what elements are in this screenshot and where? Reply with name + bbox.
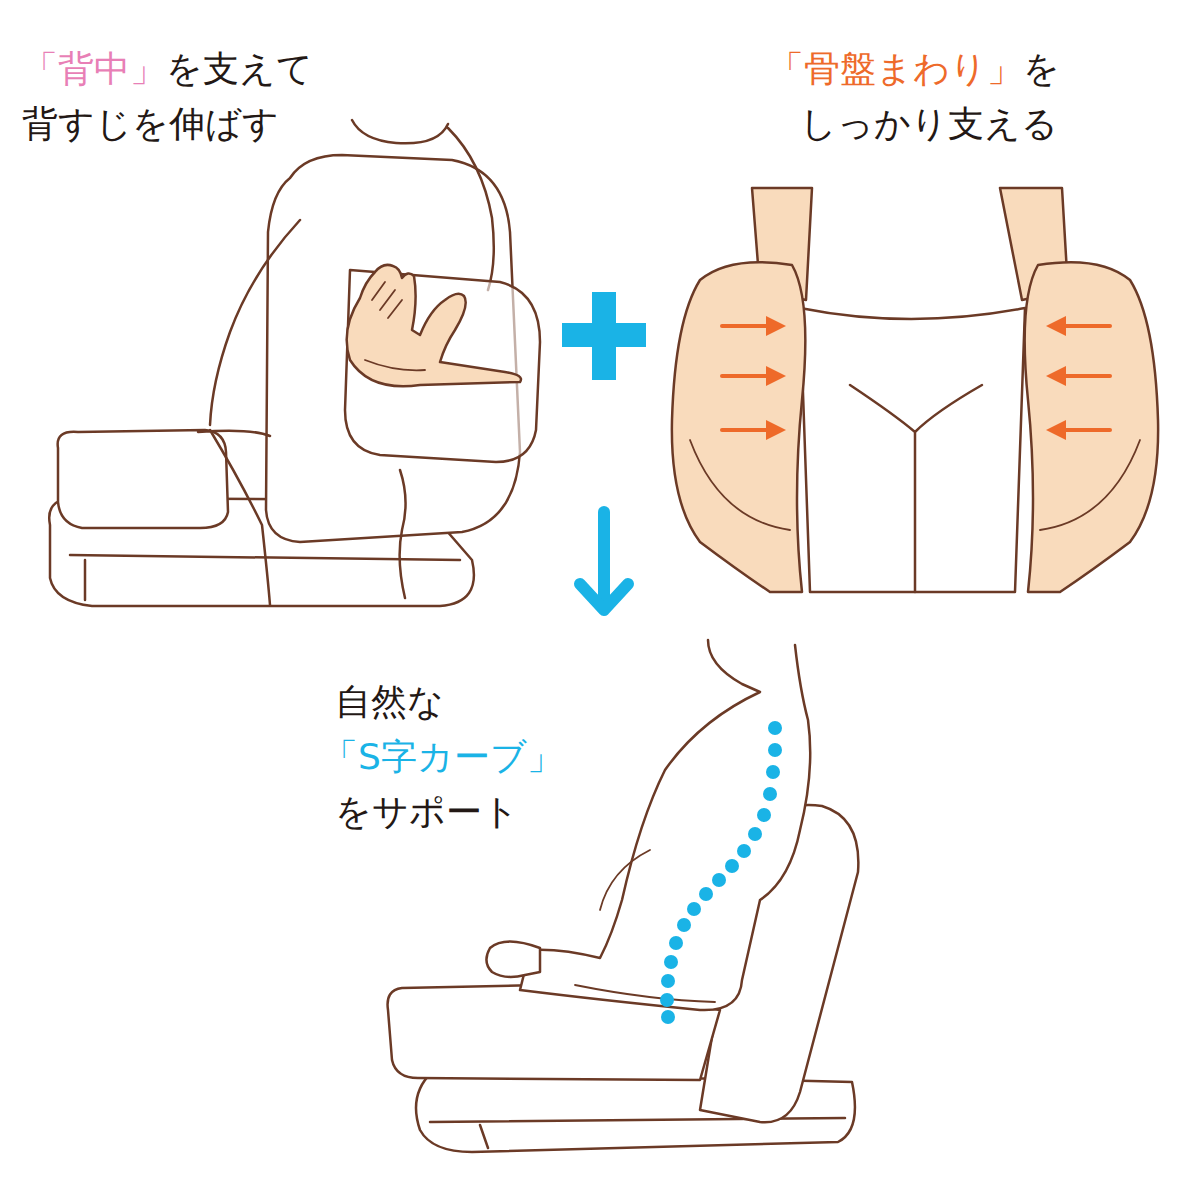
text-line: 自然な bbox=[335, 678, 444, 726]
cushion-seams bbox=[690, 440, 1140, 530]
spine-dot bbox=[699, 887, 713, 901]
spine-dot bbox=[748, 827, 762, 841]
arrow-head bbox=[580, 584, 628, 610]
text-line: 「骨盤まわり」を bbox=[768, 45, 1060, 93]
arrow-right-2-head bbox=[1046, 366, 1066, 386]
arrow-shaft bbox=[598, 512, 610, 608]
seat-bolster bbox=[58, 430, 228, 528]
plus-horizontal bbox=[562, 323, 646, 347]
caption-text: を bbox=[1023, 48, 1060, 89]
arrow-left-1 bbox=[722, 324, 770, 328]
arrow-right-2 bbox=[1062, 374, 1110, 378]
hand bbox=[347, 265, 521, 386]
caption-text: 「骨盤まわり」 bbox=[768, 48, 1023, 89]
spine-dot bbox=[768, 721, 782, 735]
person-body bbox=[520, 640, 810, 1010]
arrow-left-2 bbox=[722, 374, 770, 378]
pelvis-figure bbox=[672, 188, 1158, 592]
finger-lines bbox=[365, 282, 425, 370]
caption-text: をサポート bbox=[335, 791, 519, 832]
chair-base-line bbox=[430, 1118, 845, 1148]
arrow-right-3-head bbox=[1046, 420, 1066, 440]
spine-dot bbox=[757, 808, 771, 822]
spine-dot bbox=[737, 844, 751, 858]
spine-dot bbox=[725, 859, 739, 873]
chair-back-figure bbox=[49, 120, 540, 606]
spine-dots bbox=[660, 721, 782, 1024]
arrow-left-3-head bbox=[766, 420, 786, 440]
spine-dot bbox=[763, 787, 777, 801]
arrow-right-3 bbox=[1062, 428, 1110, 432]
spine-dot bbox=[687, 902, 701, 916]
text-line: 「背中」を支えて bbox=[22, 45, 313, 93]
text-line: 背すじを伸ばす bbox=[22, 100, 279, 148]
caption-text: を支えて bbox=[166, 48, 313, 89]
text-line: をサポート bbox=[335, 788, 519, 836]
spine-dot bbox=[766, 765, 780, 779]
arrow-left-1-head bbox=[766, 316, 786, 336]
arrow-left-2-head bbox=[766, 366, 786, 386]
arrow-left-3 bbox=[722, 428, 770, 432]
spine-dot bbox=[712, 873, 726, 887]
arrow-right-1-head bbox=[1046, 316, 1066, 336]
thighs bbox=[800, 308, 1025, 592]
spine-dot bbox=[661, 1010, 675, 1024]
seat-bolster bbox=[388, 985, 720, 1080]
seated-figure bbox=[388, 640, 859, 1152]
spine-dot bbox=[664, 955, 678, 969]
spine-dot bbox=[669, 936, 683, 950]
caption-text: しっかり支える bbox=[800, 103, 1058, 144]
hands bbox=[486, 942, 540, 977]
spine-dot bbox=[677, 918, 691, 932]
spine-dot bbox=[661, 974, 675, 988]
text-line: しっかり支える bbox=[800, 100, 1058, 148]
arrow-right-1 bbox=[1062, 324, 1110, 328]
text-line: 「S字カーブ」 bbox=[322, 733, 563, 781]
plus-sign bbox=[562, 292, 646, 380]
caption-text: 背すじを伸ばす bbox=[22, 103, 279, 144]
spine-dot bbox=[660, 993, 674, 1007]
right-cushion bbox=[1025, 262, 1158, 592]
caption-text: 自然な bbox=[335, 681, 444, 722]
pressure-arrows bbox=[722, 316, 1110, 440]
caption-text: 「背中」 bbox=[22, 48, 166, 89]
caption-text: 「S字カーブ」 bbox=[322, 736, 563, 777]
body-lines bbox=[575, 850, 715, 1002]
down-arrow bbox=[580, 512, 628, 610]
spine-dot bbox=[768, 743, 782, 757]
leg-lines bbox=[850, 385, 982, 592]
left-cushion bbox=[672, 262, 805, 592]
